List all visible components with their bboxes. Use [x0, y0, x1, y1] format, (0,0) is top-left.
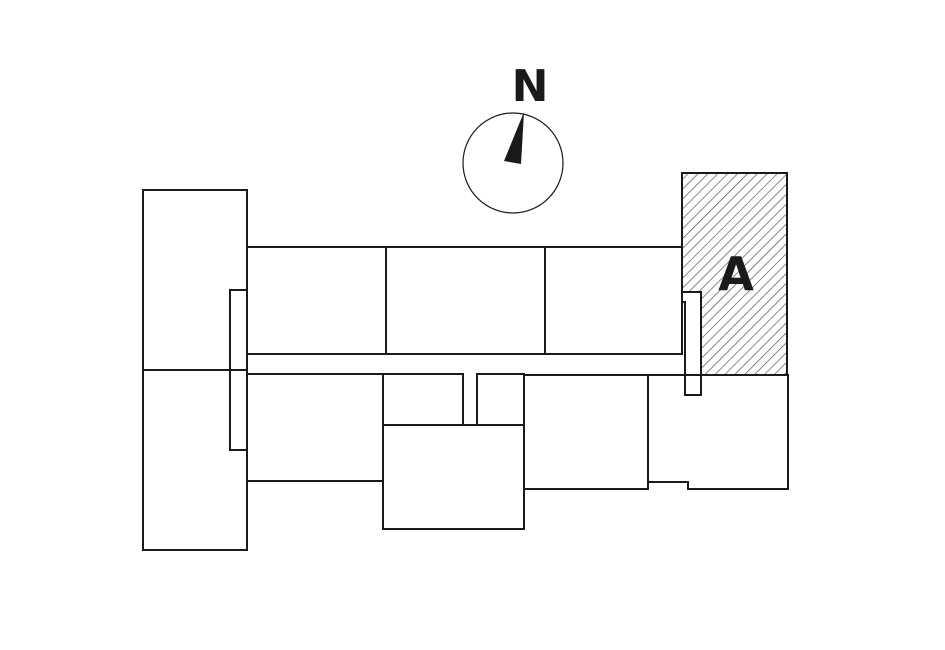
north-needle: [504, 112, 524, 164]
room-south-3: [523, 374, 649, 490]
room-left-top: [142, 189, 248, 371]
room-south-east: [647, 374, 789, 490]
compass-ring: [462, 112, 564, 214]
room-south-small-1: [382, 373, 464, 426]
corridor-right: [681, 292, 702, 396]
room-south-small-2: [476, 373, 525, 426]
unit-a-label: A: [718, 247, 754, 301]
room-left-bottom: [142, 369, 248, 551]
north-label: N: [512, 61, 549, 112]
room-south-center: [382, 424, 525, 530]
corridor-left: [229, 289, 247, 451]
compass-icon: N: [462, 61, 564, 214]
room-north-2: [385, 246, 546, 355]
room-north-1: [246, 246, 387, 355]
room-south-1: [246, 373, 384, 482]
room-north-3: [544, 246, 683, 355]
